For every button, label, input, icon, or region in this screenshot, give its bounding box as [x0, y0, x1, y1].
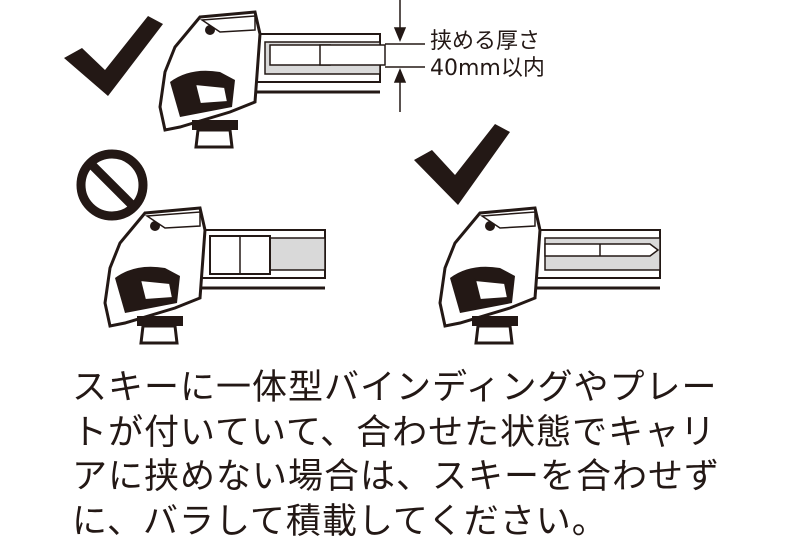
check-icon [414, 124, 510, 205]
thickness-dimension [385, 0, 425, 112]
check-icon [64, 16, 163, 96]
instruction-text: スキーに一体型バインディングやプレートが付いていて、合わせた状態でキャリアに挟め… [72, 368, 721, 542]
illustration [64, 0, 662, 345]
thickness-title-label: 挟める厚さ [430, 29, 541, 54]
clamp-ng [103, 206, 327, 345]
clamp-top [158, 10, 386, 149]
prohibited-icon [76, 149, 148, 221]
thickness-limit-label: 40mm以内 [430, 56, 545, 81]
clamp-ok-separated [438, 206, 662, 345]
